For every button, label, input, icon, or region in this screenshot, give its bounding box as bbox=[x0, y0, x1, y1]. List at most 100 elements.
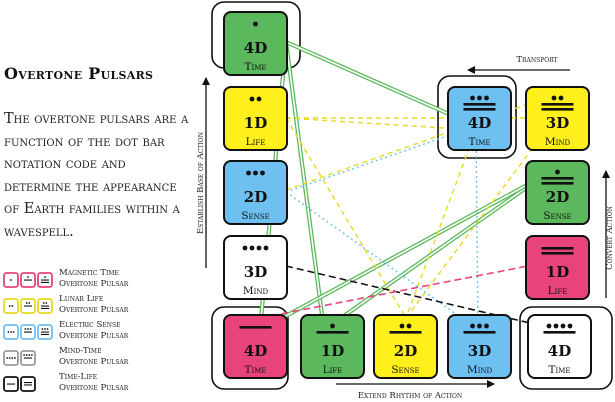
tile-quality-label: Life bbox=[246, 136, 266, 148]
page-title: Overtone Pulsars bbox=[4, 64, 154, 83]
tile-t1: 4D Time bbox=[223, 11, 288, 76]
tile-t4: 3D Mind bbox=[223, 235, 288, 300]
notation-glyph bbox=[253, 21, 258, 27]
tile-t7: 2D Sense bbox=[373, 314, 438, 379]
legend-chip-icon bbox=[3, 376, 19, 392]
notation-glyph bbox=[242, 245, 269, 251]
tile-dimension-label: 1D bbox=[244, 114, 267, 132]
legend-chip-icon bbox=[37, 298, 53, 314]
tile-t2: 1D Life bbox=[223, 86, 288, 151]
legend-chips bbox=[3, 376, 37, 392]
description: The overtone pulsars are a function of t… bbox=[4, 111, 189, 240]
tile-dimension-label: 4D bbox=[548, 342, 571, 360]
yellow-dashed-line bbox=[405, 129, 477, 319]
tile-dimension-label: 4D bbox=[244, 39, 267, 57]
notation-glyph bbox=[541, 95, 574, 111]
legend-chips bbox=[3, 324, 54, 340]
tile-dimension-label: 2D bbox=[394, 342, 417, 360]
axis-label-left: Establish Base of Action bbox=[196, 132, 206, 234]
legend-chip-icon bbox=[3, 298, 19, 314]
tile-quality-label: Life bbox=[323, 364, 343, 376]
legend-chip-icon bbox=[20, 376, 36, 392]
tile-dimension-label: 3D bbox=[244, 263, 267, 281]
tile-quality-label: Time bbox=[548, 364, 570, 376]
tile-dimension-label: 4D bbox=[244, 342, 267, 360]
tile-t6: 1D Life bbox=[300, 314, 365, 379]
tile-quality-label: Time bbox=[468, 136, 490, 148]
tile-t8: 3D Mind bbox=[447, 314, 512, 379]
axis-arrows bbox=[202, 66, 610, 388]
notation-glyph bbox=[541, 169, 574, 185]
legend-chip-icon bbox=[3, 324, 19, 340]
tile-t12: 3D Mind bbox=[525, 86, 590, 151]
tile-t13: 4D Time bbox=[447, 86, 512, 151]
pink-dashed-line bbox=[259, 265, 529, 319]
notation-glyph bbox=[389, 323, 422, 334]
green-double-line-core bbox=[285, 41, 477, 127]
legend-chips bbox=[3, 350, 37, 366]
notation-glyph bbox=[543, 323, 576, 334]
yellow-dashed-line bbox=[405, 117, 556, 319]
tile-t3: 2D Sense bbox=[223, 160, 288, 225]
notation-glyph bbox=[249, 96, 262, 102]
yellow-dashed-line bbox=[285, 117, 477, 131]
notation-glyph bbox=[316, 323, 349, 334]
axis-label-bottom: Extend Rhythm of Action bbox=[358, 391, 462, 401]
legend-chips bbox=[3, 272, 54, 288]
tile-dimension-label: 3D bbox=[468, 342, 491, 360]
legend-chip-icon bbox=[37, 324, 53, 340]
legend-chip-icon bbox=[20, 298, 36, 314]
axis-label-right: Convert Action bbox=[605, 206, 615, 270]
legend-chip-icon bbox=[20, 272, 36, 288]
tile-quality-label: Sense bbox=[391, 364, 419, 376]
tile-quality-label: Time bbox=[244, 61, 266, 73]
tile-quality-label: Sense bbox=[241, 210, 269, 222]
tile-dimension-label: 1D bbox=[546, 263, 569, 281]
green-double-line-core bbox=[259, 177, 541, 331]
tile-dimension-label: 2D bbox=[244, 188, 267, 206]
notation-glyph bbox=[463, 95, 496, 111]
axis-label-top: Transport bbox=[516, 55, 557, 65]
blue-dotted-line bbox=[475, 125, 479, 331]
legend-chip-icon bbox=[20, 324, 36, 340]
tile-t5: 4D Time bbox=[223, 314, 288, 379]
tile-t10: 1D Life bbox=[525, 235, 590, 300]
tile-dimension-label: 4D bbox=[468, 114, 491, 132]
tile-quality-label: Sense bbox=[543, 210, 571, 222]
green-double-line-core bbox=[323, 177, 541, 331]
legend-chip-icon bbox=[3, 272, 19, 288]
tile-dimension-label: 2D bbox=[546, 188, 569, 206]
yellow-dashed-line bbox=[285, 117, 407, 319]
yellow-dashed-line bbox=[285, 103, 529, 191]
tile-dimension-label: 3D bbox=[546, 114, 569, 132]
legend-chip-icon bbox=[3, 350, 19, 366]
tile-quality-label: Mind bbox=[243, 285, 269, 297]
tile-quality-label: Mind bbox=[467, 364, 493, 376]
tile-quality-label: Life bbox=[548, 285, 568, 297]
notation-glyph bbox=[246, 170, 265, 176]
legend-chip-icon bbox=[20, 350, 36, 366]
notation-glyph bbox=[239, 326, 272, 329]
notation-glyph bbox=[463, 323, 496, 334]
tile-dimension-label: 1D bbox=[321, 342, 344, 360]
legend-chip-icon bbox=[37, 272, 53, 288]
blue-dotted-line bbox=[285, 125, 477, 193]
legend-chips bbox=[3, 298, 54, 314]
black-dashed-line bbox=[285, 265, 561, 331]
notation-glyph bbox=[541, 247, 574, 255]
tiles: 4D Time 1D Life 2D Sense 3D Mind 4D Time 1D Life 2D S… bbox=[223, 11, 592, 379]
tile-quality-label: Time bbox=[244, 364, 266, 376]
tile-quality-label: Mind bbox=[545, 136, 571, 148]
green-double-line-core bbox=[285, 41, 325, 331]
